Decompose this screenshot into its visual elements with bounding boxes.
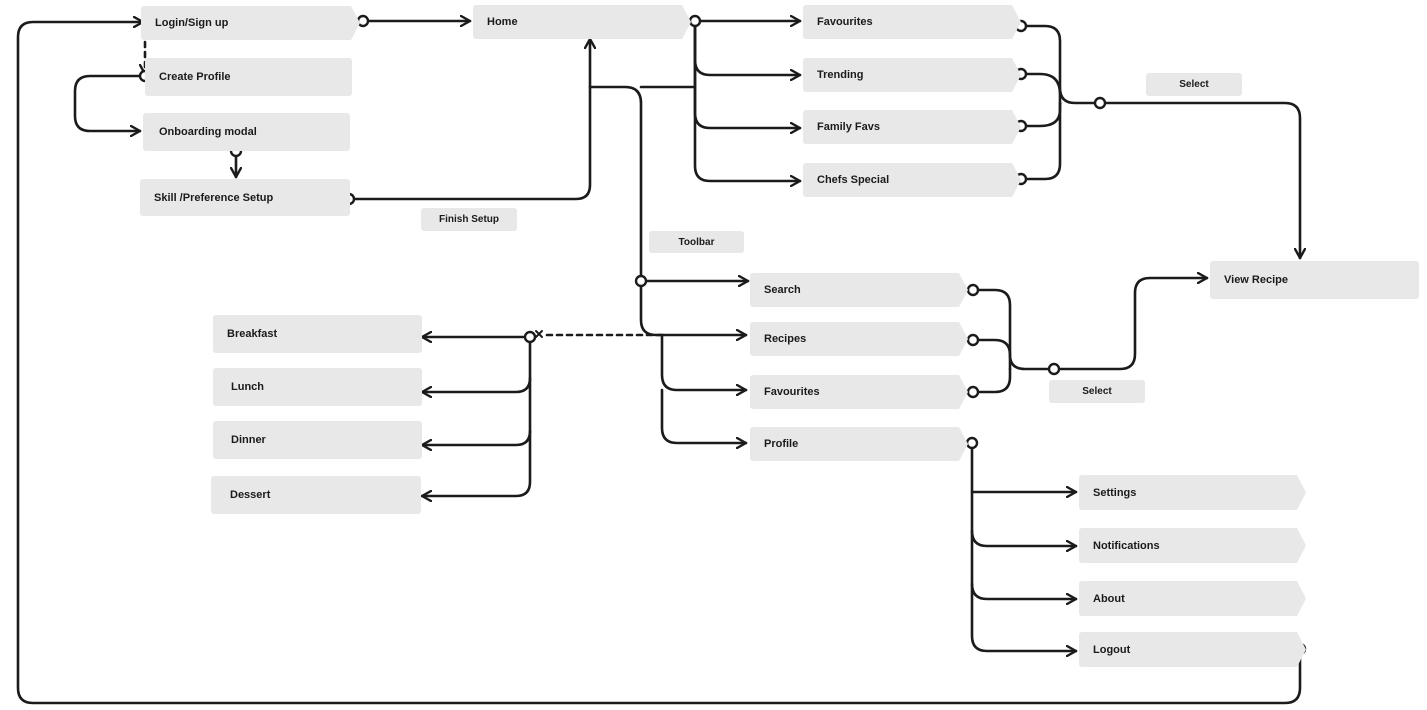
connector-meals-to-dessert: [420, 429, 532, 496]
favourites-toolbar-node[interactable]: Favourites: [750, 375, 968, 409]
about-node[interactable]: About: [1079, 581, 1306, 616]
notifications-node[interactable]: Notifications: [1079, 528, 1306, 563]
port-select-top: [1093, 96, 1107, 110]
connector-chefs-merge: [1023, 101, 1062, 181]
connector-family-merge: [1023, 101, 1062, 128]
connector-meals-to-dinner: [420, 376, 532, 445]
settings-node[interactable]: Settings: [1079, 475, 1306, 510]
connector-meals-to-lunch: [420, 341, 532, 392]
connector-profile-to-notifications: [970, 529, 1078, 546]
search-node[interactable]: Search: [750, 273, 968, 307]
skill-preference-setup-node[interactable]: Skill /Preference Setup: [140, 179, 350, 216]
port-login: [356, 14, 370, 28]
connector-toolbar-to-favourites: [660, 333, 748, 390]
dinner-node[interactable]: Dinner: [213, 421, 422, 459]
profile-node[interactable]: Profile: [750, 427, 968, 461]
connector-profile-to-about: [970, 582, 1078, 599]
connector-trending-merge: [1023, 72, 1062, 105]
trending-node[interactable]: Trending: [803, 58, 1021, 92]
finish-setup-label: Finish Setup: [421, 208, 517, 231]
connector-search-merge: [976, 288, 1051, 371]
connector-select-to-view-recipe: [1104, 101, 1300, 260]
connector-select2-to-view-recipe: [1058, 278, 1209, 371]
connector-skill-to-home: [352, 37, 590, 201]
connector-logout-to-login: [16, 22, 1302, 705]
port-search: [966, 283, 980, 297]
lunch-node[interactable]: Lunch: [213, 368, 422, 406]
connector-create-to-onboarding: [73, 74, 145, 131]
connector-toolbar-to-recipes: [639, 285, 748, 335]
port-tfavourites: [966, 385, 980, 399]
view-recipe-node[interactable]: View Recipe: [1210, 261, 1419, 299]
favourites-home-node[interactable]: Favourites: [803, 5, 1021, 39]
port-home: [688, 14, 702, 28]
recipes-node[interactable]: Recipes: [750, 322, 968, 356]
port-recipes: [966, 333, 980, 347]
connector-home-to-trending: [693, 19, 802, 75]
dessert-node[interactable]: Dessert: [211, 476, 421, 514]
select-bottom-label: Select: [1049, 380, 1145, 403]
connector-home-to-chefs: [693, 19, 802, 181]
connector-favourites-merge: [1023, 24, 1097, 105]
family-favs-node[interactable]: Family Favs: [803, 110, 1021, 144]
toolbar-label: Toolbar: [649, 231, 744, 253]
connector-toolbar-spine: [588, 85, 643, 277]
login-signup-node[interactable]: Login/Sign up: [141, 6, 360, 40]
port-meals: [523, 330, 537, 344]
port-toolbar: [634, 274, 648, 288]
chefs-special-node[interactable]: Chefs Special: [803, 163, 1021, 197]
create-profile-node[interactable]: Create Profile: [145, 58, 352, 96]
port-profile: [965, 436, 979, 450]
connector-recipes-merge: [976, 338, 1012, 371]
connector-tfavourites-merge: [976, 367, 1012, 394]
connector-profile-spine: [970, 447, 1078, 651]
logout-node[interactable]: Logout: [1079, 632, 1306, 667]
select-top-label: Select: [1146, 73, 1242, 96]
onboarding-modal-node[interactable]: Onboarding modal: [143, 113, 350, 151]
connector-toolbar-to-profile: [660, 388, 748, 443]
breakfast-node[interactable]: Breakfast: [213, 315, 422, 353]
home-node[interactable]: Home: [473, 5, 691, 39]
port-select-bottom: [1047, 362, 1061, 376]
